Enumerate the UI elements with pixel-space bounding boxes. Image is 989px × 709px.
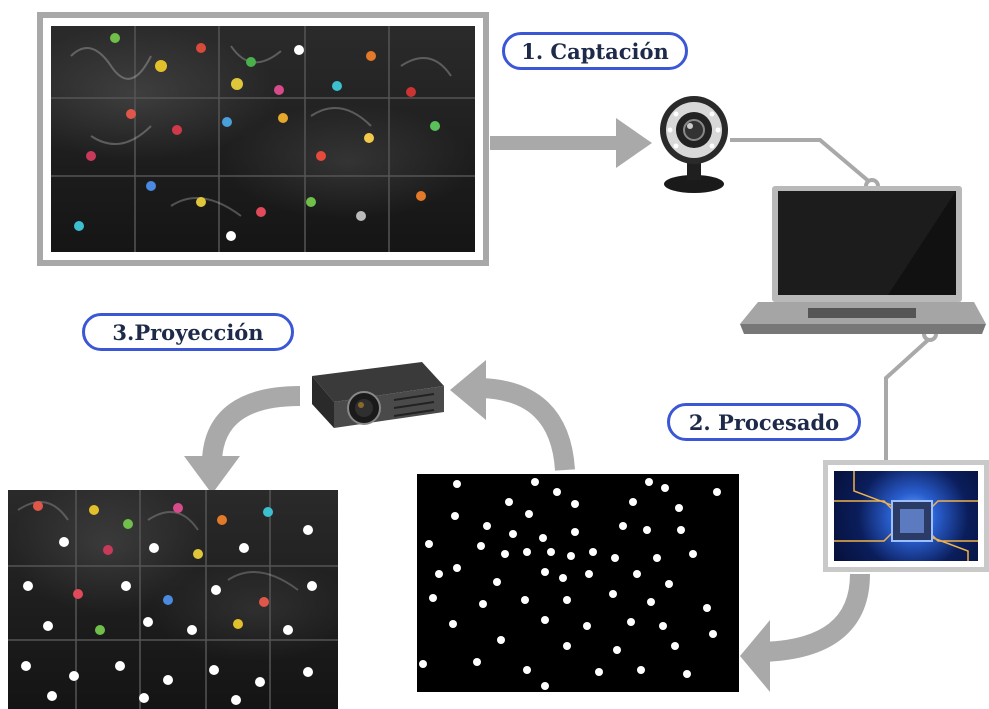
projected-wall-panel-grid xyxy=(8,490,338,709)
laptop-icon xyxy=(740,186,986,334)
detected-holds-dot-map xyxy=(417,474,739,692)
webcam-icon xyxy=(660,96,728,193)
projection-step-label: 3.Proyección xyxy=(82,313,294,351)
process-arrow xyxy=(759,573,870,662)
captured-climbing-wall-frame xyxy=(37,12,489,266)
projector-icon xyxy=(312,362,444,428)
projected-climbing-wall-photo xyxy=(8,490,338,709)
captured-climbing-wall-photo xyxy=(51,26,475,252)
processor-chip-icon xyxy=(834,471,978,561)
process-step-label: 2. Procesado xyxy=(667,403,861,441)
capture-step-label: 1. Captación xyxy=(502,32,688,70)
capture-arrow xyxy=(490,118,652,168)
laptop-chip-cable xyxy=(884,326,938,462)
wall-panel-grid xyxy=(51,26,475,252)
processor-chip-frame xyxy=(823,460,989,572)
